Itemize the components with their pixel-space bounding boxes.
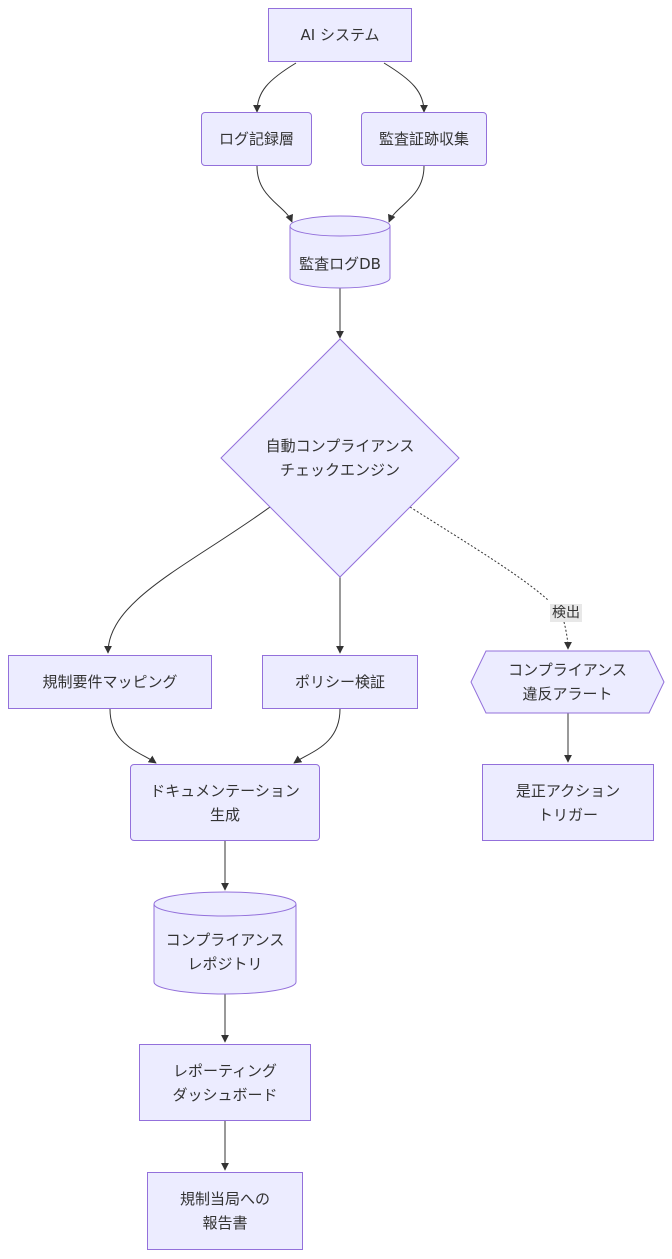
node-dashboard-label: レポーティング ダッシュボード bbox=[172, 1061, 278, 1104]
edge-engine-to-alert bbox=[409, 506, 549, 601]
edge-ai-to-log bbox=[253, 62, 297, 113]
edge-policy-to-doc bbox=[293, 708, 341, 764]
node-repository: コンプライアンス レポジトリ bbox=[154, 922, 296, 982]
node-log-layer: ログ記録層 bbox=[201, 112, 312, 166]
node-audit-db: 監査ログDB bbox=[290, 240, 390, 288]
node-doc-gen: ドキュメンテーション 生成 bbox=[130, 764, 320, 841]
node-repository-label: コンプライアンス レポジトリ bbox=[165, 931, 285, 973]
node-engine: 自動コンプライアンス チェックエンジン bbox=[240, 428, 440, 488]
node-audit-collect: 監査証跡収集 bbox=[361, 112, 487, 166]
node-ai-system-label: AI システム bbox=[300, 26, 380, 44]
node-dashboard: レポーティング ダッシュボード bbox=[139, 1044, 311, 1121]
node-log-layer-label: ログ記録層 bbox=[218, 130, 294, 148]
alert-hexagon-shape bbox=[470, 650, 665, 714]
node-violation-alert: コンプライアンス 違反アラート bbox=[486, 652, 649, 712]
audit-db-shape bbox=[289, 215, 391, 289]
node-audit-collect-label: 監査証跡収集 bbox=[378, 130, 469, 148]
node-reg-mapping-label: 規制要件マッピング bbox=[42, 673, 178, 691]
node-engine-label: 自動コンプライアンス チェックエンジン bbox=[265, 437, 415, 479]
node-audit-db-label: 監査ログDB bbox=[299, 255, 381, 273]
edge-ai-to-audit bbox=[383, 62, 428, 113]
edge-log-to-db bbox=[256, 165, 293, 223]
repository-shape bbox=[153, 891, 297, 995]
edge-mapping-to-doc bbox=[109, 708, 157, 764]
edge-label-detect: 検出 bbox=[550, 604, 582, 622]
node-doc-gen-label: ドキュメンテーション 生成 bbox=[150, 781, 300, 824]
node-corrective: 是正アクション トリガー bbox=[482, 764, 654, 841]
node-report: 規制当局への 報告書 bbox=[147, 1172, 303, 1250]
node-report-label: 規制当局への 報告書 bbox=[179, 1190, 270, 1232]
node-ai-system: AI システム bbox=[268, 8, 412, 62]
node-violation-alert-label: コンプライアンス 違反アラート bbox=[508, 661, 627, 703]
node-corrective-label: 是正アクション トリガー bbox=[515, 781, 621, 824]
node-policy-verify: ポリシー検証 bbox=[262, 655, 418, 709]
edge-engine-to-mapping bbox=[104, 506, 271, 654]
edge-detect-to-alert bbox=[563, 621, 572, 650]
node-reg-mapping: 規制要件マッピング bbox=[8, 655, 212, 709]
edge-audit-to-db bbox=[388, 165, 425, 223]
node-policy-verify-label: ポリシー検証 bbox=[294, 673, 385, 691]
engine-diamond-shape bbox=[220, 338, 460, 578]
